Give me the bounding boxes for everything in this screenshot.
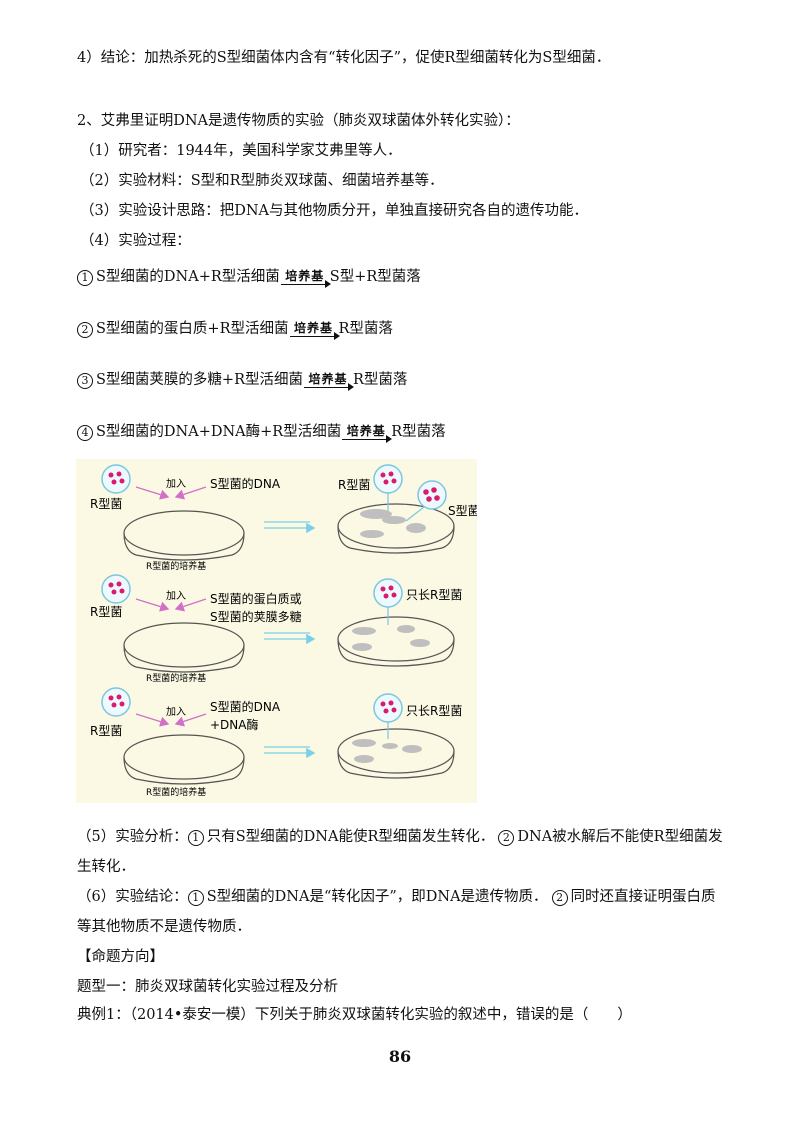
bacteria-bubble	[373, 693, 403, 723]
circled-number: 2	[77, 322, 93, 338]
add-label: 加入	[166, 478, 186, 490]
experiment-diagram: R型菌 加入 S型菌的DNA R型菌的培养基 R型菌	[90, 464, 477, 798]
r-label: R型菌	[90, 605, 122, 619]
bacteria-bubble	[101, 464, 131, 494]
page-number: 86	[388, 1047, 412, 1066]
circled-number: 1	[187, 890, 204, 906]
bacteria-bubble	[373, 578, 403, 608]
petri-dish	[123, 734, 245, 780]
arrow-label: 培养基	[346, 423, 386, 438]
colony	[360, 509, 392, 519]
row-2: R型菌 加入 S型菌的蛋白质或 S型菌的荚膜多糖 R型菌的培养基 只长R型菌	[90, 574, 462, 684]
experiment-figure: R型菌 加入 S型菌的DNA R型菌的培养基 R型菌	[76, 459, 477, 803]
equation-left: S型细菌的DNA+DNA酶+R型活细菌	[96, 424, 342, 440]
example-question: 典例1：（2014•泰安一模）下列关于肺炎双球菌转化实验的叙述中，错误的是（ ）	[77, 1007, 632, 1023]
analysis-text-2: DNA被水解后不能使R型细菌发	[517, 829, 723, 845]
conclusion-text-1: S型细菌的DNA是“转化因子”，即DNA是遗传物质．	[206, 889, 548, 905]
petri-dish-result	[337, 616, 455, 662]
materials-line: （2）实验材料：S型和R型肺炎双球菌、细菌培养基等．	[80, 173, 444, 189]
arrow-label: 培养基	[293, 320, 333, 335]
medium-label: R型菌的培养基	[146, 560, 206, 572]
researcher-line: （1）研究者：1944年，美国科学家艾弗里等人．	[80, 143, 402, 159]
arrow-icon	[280, 280, 331, 287]
result-label: R型菌	[338, 478, 370, 492]
arrow-icon	[289, 332, 340, 339]
section-heading: 2、艾弗里证明DNA是遗传物质的实验（肺炎双球菌体外转化实验）：	[77, 113, 520, 129]
equation-right: R型菌落	[353, 372, 408, 388]
equation-1: 1 S型细菌的DNA+R型活细菌 培养基 S型+R型菌落	[77, 266, 421, 288]
bacteria-bubble-s	[417, 480, 447, 510]
circled-number: 4	[77, 425, 93, 441]
colony	[352, 739, 376, 747]
medium-label: R型菌的培养基	[146, 672, 206, 684]
substance-label-2: +DNA酶	[210, 717, 258, 732]
analysis-text-1: 只有S型细菌的DNA能使R型细菌发生转化．	[206, 829, 495, 845]
colony	[352, 627, 376, 635]
bacteria-bubble	[101, 574, 131, 604]
equation-left: S型细菌的DNA+R型活细菌	[96, 269, 280, 285]
result-label: 只长R型菌	[406, 588, 462, 602]
question-type: 题型一：肺炎双球菌转化实验过程及分析	[77, 979, 338, 995]
equation-right: R型菌落	[338, 321, 393, 337]
petri-dish-result	[337, 503, 455, 549]
row-3: R型菌 加入 S型菌的DNA +DNA酶 R型菌的培养基 只长R型菌	[90, 687, 462, 798]
substance-label-2: S型菌的荚膜多糖	[210, 609, 302, 624]
arrow-label: 培养基	[308, 371, 348, 386]
conclusion-line-2: 等其他物质不是遗传物质．	[77, 919, 251, 935]
r-label: R型菌	[90, 497, 122, 511]
equation-right: R型菌落	[391, 424, 446, 440]
bacteria-bubble	[373, 464, 403, 494]
equation-2: 2 S型细菌的蛋白质+R型活细菌 培养基 R型菌落	[77, 318, 393, 340]
result-label: 只长R型菌	[406, 704, 462, 718]
equation-right: S型+R型菌落	[329, 269, 421, 285]
arrow-icon	[342, 435, 393, 442]
conclusion-line: 4）结论：加热杀死的S型细菌体内含有“转化因子”，促使R型细菌转化为S型细菌．	[77, 50, 611, 66]
bacteria-bubble	[101, 687, 131, 717]
substance-label: S型菌的DNA	[210, 476, 281, 491]
arrow: 培养基	[289, 320, 340, 339]
row-1: R型菌 加入 S型菌的DNA R型菌的培养基 R型菌	[90, 464, 477, 572]
substance-label: S型菌的DNA	[210, 699, 281, 714]
conclusion-text-2: 同时还直接证明蛋白质	[570, 889, 716, 905]
analysis-prefix: （5）实验分析：	[77, 829, 188, 845]
equation-4: 4 S型细菌的DNA+DNA酶+R型活细菌 培养基 R型菌落	[77, 421, 446, 443]
medium-label: R型菌的培养基	[146, 786, 206, 798]
process-line: （4）实验过程：	[80, 233, 191, 249]
arrow: 培养基	[304, 371, 354, 390]
equation-3: 3 S型细菌荚膜的多糖+R型活细菌 培养基 R型菌落	[77, 369, 407, 391]
circled-number: 3	[77, 373, 93, 389]
substance-label: S型菌的蛋白质或	[210, 591, 302, 606]
r-label: R型菌	[90, 724, 122, 738]
circled-number: 2	[498, 830, 515, 846]
equation-left: S型细菌荚膜的多糖+R型活细菌	[96, 372, 303, 388]
arrow-icon	[304, 383, 354, 390]
conclusion-prefix: （6）实验结论：	[77, 889, 188, 905]
arrow-label: 培养基	[285, 268, 325, 283]
result-label-2: S型菌	[448, 504, 477, 518]
analysis-line-2: 生转化．	[77, 859, 135, 875]
add-label: 加入	[166, 590, 186, 602]
circled-number: 1	[187, 830, 204, 846]
circled-number: 2	[551, 890, 568, 906]
design-line: （3）实验设计思路：把DNA与其他物质分开，单独直接研究各自的遗传功能．	[80, 203, 589, 219]
equation-left: S型细菌的蛋白质+R型活细菌	[96, 321, 289, 337]
circled-number: 1	[77, 270, 93, 286]
section-title: 【命题方向】	[77, 949, 164, 965]
petri-dish	[123, 510, 245, 556]
arrow: 培养基	[342, 423, 393, 442]
add-label: 加入	[166, 706, 186, 718]
arrow: 培养基	[280, 268, 331, 287]
petri-dish-result	[337, 728, 455, 774]
petri-dish	[123, 622, 245, 668]
